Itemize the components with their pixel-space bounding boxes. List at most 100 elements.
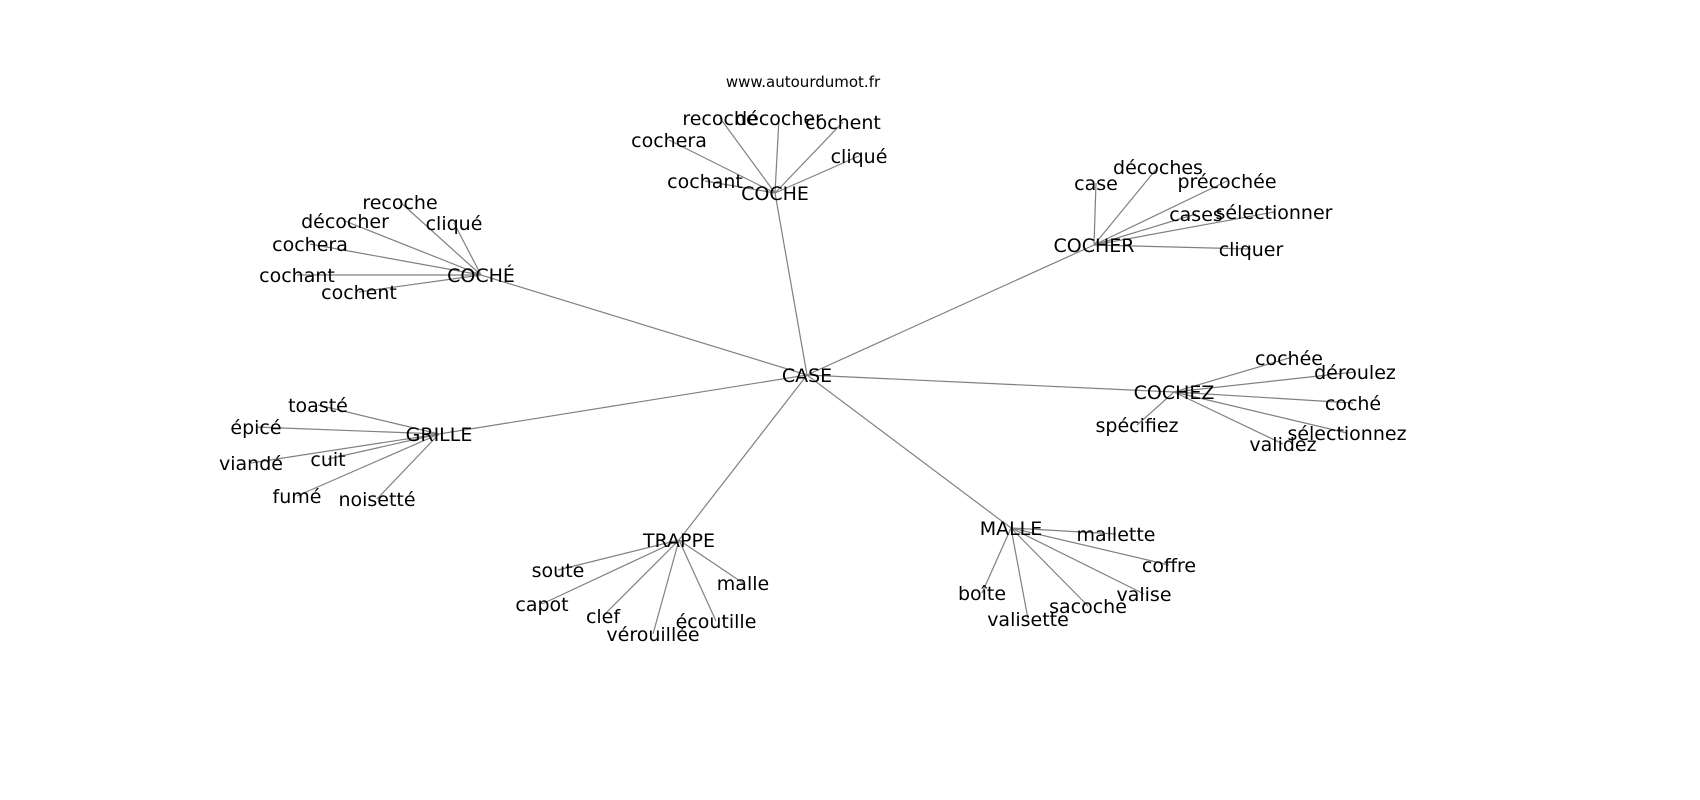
edge-coche-accent-leaf [309,243,482,276]
leaf-node-label: capot [515,594,568,616]
hub-node-label-coche-accent: COCHÉ [447,264,515,287]
leaf-node-label: boîte [958,583,1006,605]
edge-malle-leaf [1010,527,1117,535]
leaf-node-label: case [1074,173,1118,195]
edge-trappe-leaf [652,539,680,635]
edge-cocher-leaf [1093,244,1252,250]
edge-coche-leaf [719,117,776,194]
leaf-node-label: déroulez [1314,362,1396,384]
edge-cocher-leaf [1093,211,1275,246]
leaf-node-label: sacoche [1049,596,1127,618]
leaf-node-label: cliqué [831,146,888,168]
edge-coche-accent-leaf [399,201,482,276]
hub-node-label-malle: MALLE [980,518,1043,540]
leaf-node-label: décocher [301,211,389,233]
edge-cochez-leaf [1173,371,1356,393]
leaf-node-label: décocher [735,108,823,130]
leaf-node-label: mallette [1077,524,1156,546]
edge-malle-leaf [981,527,1012,594]
edge-grille-leaf [327,433,440,460]
edge-cochez-leaf [1173,391,1348,434]
leaf-node-label: cochant [259,265,335,287]
leaf-node-label: cuit [310,449,345,471]
edge-coche-leaf [704,180,776,194]
edge-cocher-leaf [1093,182,1097,246]
edge-grille-leaf [376,433,440,500]
edge-case-grille [438,374,808,435]
site-watermark: www.autourdumot.fr [726,73,881,91]
edge-grille-leaf [317,404,440,435]
edge-coche-leaf [774,117,780,194]
edge-cochez-leaf [1136,391,1175,426]
edge-trappe-leaf [678,539,744,584]
hub-node-label-grille: GRILLE [406,424,473,446]
leaf-node-label: spécifiez [1095,415,1178,437]
leaf-node-label: précochée [1177,171,1276,193]
leaf-node-label: valisette [987,609,1069,631]
leaf-node-label: épicé [230,417,281,439]
hub-node-label-cocher: COCHER [1054,235,1135,257]
leaf-node-label: recoche [362,192,437,214]
leaf-node-label: cochent [805,112,881,134]
labels-layer: CASECOCHErecochedécochercochentcocheracl… [219,108,1407,646]
edge-malle-leaf [1010,527,1089,607]
edge-cochez-leaf [1173,357,1290,393]
edge-case-cocher [806,244,1095,376]
edge-malle-leaf [1010,527,1029,620]
center-node-label: CASE [782,365,832,387]
leaf-node-label: valise [1116,584,1171,606]
leaf-node-label: cochée [1255,348,1323,370]
leaf-node-label: sélectionnez [1287,423,1406,445]
leaf-node-label: clef [586,606,621,628]
edges-layer [250,117,1356,635]
edge-malle-leaf [1010,527,1170,566]
leaf-node-label: décoches [1113,157,1203,179]
leaf-node-label: cochant [667,171,743,193]
edge-trappe-leaf [678,539,717,622]
hub-node-label-trappe: TRAPPE [642,530,715,552]
edge-grille-leaf [250,433,440,464]
edge-trappe-leaf [541,539,680,605]
edge-trappe-leaf [557,539,680,571]
edge-cocher-leaf [1093,213,1197,246]
edge-coche-leaf [668,139,776,194]
leaf-node-label: cochera [631,130,707,152]
hub-node-label-cochez: COCHEZ [1134,382,1215,404]
edge-malle-leaf [1010,527,1145,595]
leaf-node-label: soute [532,560,585,582]
leaf-node-label: malle [717,573,769,595]
leaf-node-label: fumé [273,486,322,508]
leaf-node-label: recoche [682,108,757,130]
leaf-node-label: cochent [321,282,397,304]
edge-grille-leaf [296,433,440,497]
leaf-node-label: cliqué [426,213,483,235]
leaf-node-label: validez [1249,434,1316,456]
edge-coche-accent-leaf [344,220,482,276]
edge-trappe-leaf [602,539,680,617]
edge-coche-accent-leaf [358,274,482,293]
leaf-node-label: toasté [288,395,348,417]
edge-coche-leaf [774,155,860,194]
edge-coche-leaf [774,121,844,194]
leaf-node-label: sélectionner [1216,202,1333,224]
leaf-node-label: noisetté [338,489,415,511]
hub-node-label-coche: COCHE [741,183,809,205]
leaf-node-label: viandé [219,453,283,475]
leaf-node-label: vérouillée [606,624,699,646]
edge-case-malle [806,374,1012,529]
edge-case-trappe [678,374,808,541]
edge-case-cochez [806,374,1175,393]
leaf-node-label: cliquer [1219,239,1284,261]
edge-cochez-leaf [1173,391,1284,445]
edge-case-coche [774,192,808,376]
edge-grille-leaf [255,426,440,435]
edge-cocher-leaf [1093,180,1228,246]
edge-cocher-leaf [1093,166,1159,246]
edge-case-coche-accent [480,274,808,376]
leaf-node-label: cases [1169,204,1223,226]
leaf-node-label: écoutille [676,611,757,633]
edge-cochez-leaf [1173,391,1354,404]
leaf-node-label: cochera [272,234,348,256]
leaf-node-label: coché [1325,393,1381,415]
